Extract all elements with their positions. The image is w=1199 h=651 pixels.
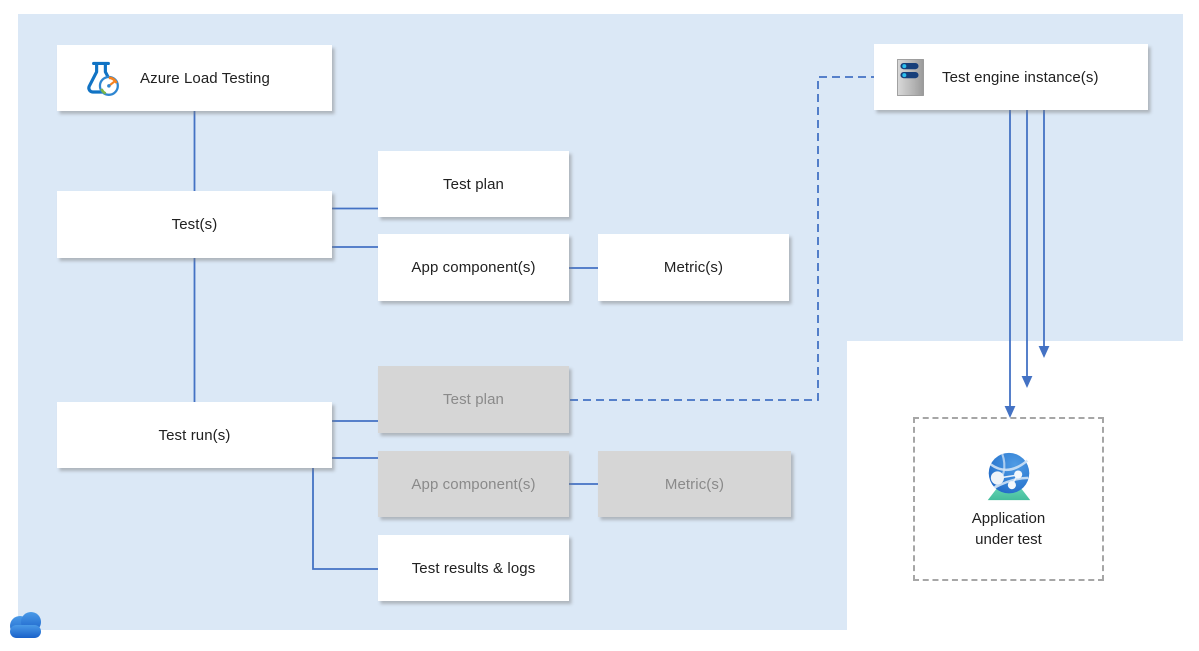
node-label: Test(s)	[171, 216, 218, 233]
node-test-plan-run: Test plan	[378, 366, 569, 433]
node-label: Metric(s)	[663, 259, 724, 276]
node-label: Test engine instance(s)	[942, 68, 1099, 86]
node-label: Test results & logs	[411, 559, 536, 577]
node-label: Test plan	[443, 391, 504, 408]
node-label-line2: under test	[975, 531, 1042, 548]
node-app-components-run: App component(s)	[378, 451, 569, 517]
azure-cloud-icon	[10, 612, 41, 638]
node-test-results-logs: Test results & logs	[378, 535, 569, 601]
node-label: Azure Load Testing	[140, 69, 270, 87]
node-label: Test plan	[443, 175, 504, 193]
node-azure-load-testing: Azure Load Testing	[57, 45, 332, 111]
node-test-plan-config: Test plan	[378, 151, 569, 217]
node-label: App component(s)	[411, 259, 536, 276]
web-app-globe-icon	[987, 452, 1030, 501]
load-testing-flask-icon	[87, 61, 119, 96]
node-metrics-config: Metric(s)	[598, 234, 789, 301]
node-metrics-run: Metric(s)	[598, 451, 791, 517]
node-app-components-config: App component(s)	[378, 234, 569, 301]
node-test-engine-instances: Test engine instance(s)	[874, 44, 1148, 110]
node-label: App component(s)	[411, 475, 536, 493]
node-label-line1: Application	[971, 510, 1046, 527]
node-label: Metric(s)	[664, 475, 725, 493]
server-icon	[897, 58, 924, 96]
node-tests: Test(s)	[57, 191, 332, 258]
node-application-under-test: Application under test	[913, 417, 1104, 581]
node-label: Test run(s)	[158, 426, 231, 444]
node-test-runs: Test run(s)	[57, 402, 332, 468]
